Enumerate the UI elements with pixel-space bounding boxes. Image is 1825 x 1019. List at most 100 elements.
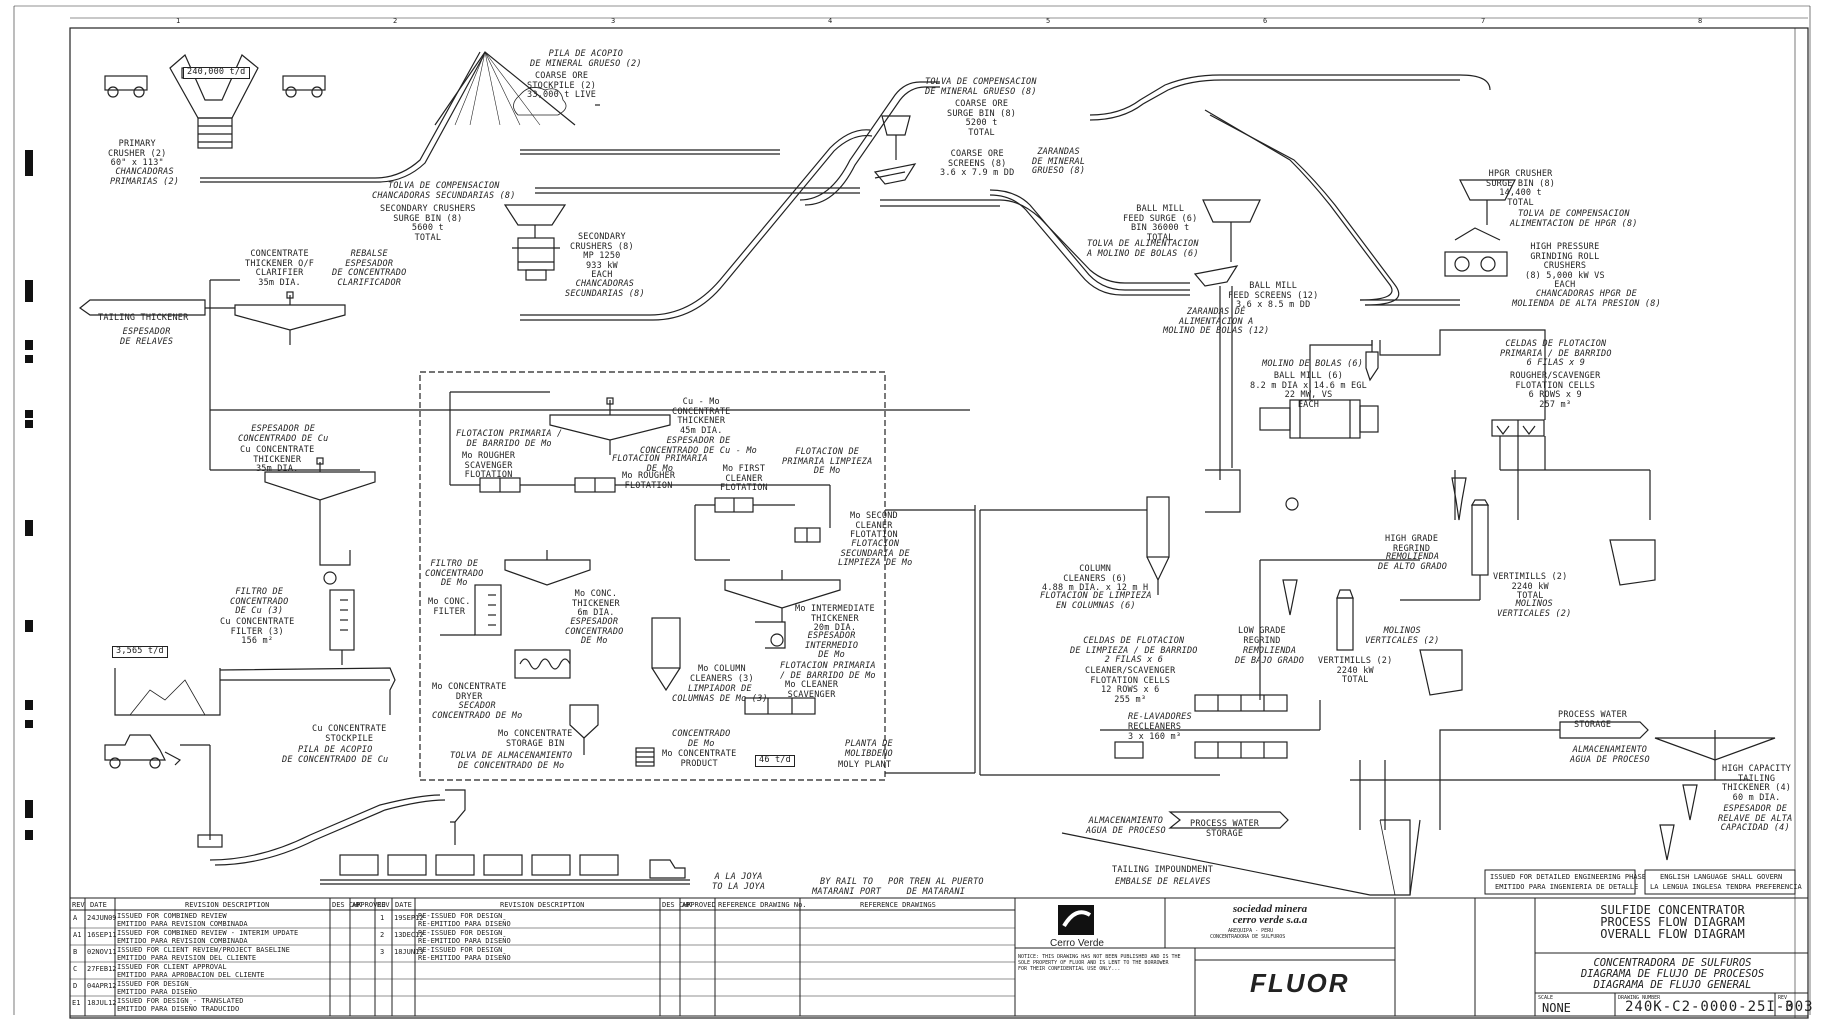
cu-rate: 3,565 t/d — [112, 646, 168, 658]
mo-filter-label: Mo CONC. FILTER — [428, 598, 471, 617]
vertimills-label: VERTIMILLS (2) 2240 kW TOTAL — [1493, 573, 1567, 602]
cu-concentrate-thickener — [265, 472, 375, 500]
rev-row: D — [73, 982, 77, 990]
mo-product-label: Mo CONCENTRATE PRODUCT — [662, 750, 736, 769]
mo-dryer-label: Mo CONCENTRATE DRYER — [432, 683, 506, 702]
rev-header-rev2: REV — [377, 901, 390, 909]
ball-mill-label-es: MOLINO DE BOLAS (6) — [1262, 360, 1363, 370]
first-cleaner-label: Mo FIRST CLEANER FLOTATION — [720, 465, 768, 494]
rev-row: C — [73, 965, 77, 973]
hc-thickener-label-es: ESPESADOR DE RELAVE DE ALTA CAPACIDAD (4… — [1718, 805, 1792, 834]
rev-row-desc: ISSUED FOR CLIENT REVIEW/PROJECT BASELIN… — [117, 946, 290, 954]
lower-pw-label: PROCESS WATER STORAGE — [1190, 820, 1259, 839]
lg-cyclone — [1283, 580, 1297, 615]
lg-vertimill — [1337, 598, 1353, 650]
lg-regrind-label-es: REMOLIENDA DE BAJO GRADO — [1235, 647, 1304, 666]
scavenger-sump — [1610, 540, 1655, 585]
grid-col-2: 2 — [393, 17, 397, 25]
rev-row: E1 — [72, 999, 80, 1007]
primary-crusher-label: PRIMARY CRUSHER (2) 60" x 113" — [108, 140, 167, 169]
rev-row-desc-es: EMITIDO PARA DISEÑO — [117, 988, 197, 996]
tailing-thickener-label-es: ESPESADOR DE RELAVES — [120, 328, 173, 347]
hpgr-crusher-label-es: CHANCADORAS HPGR DE MOLIENDA DE ALTA PRE… — [1512, 290, 1661, 309]
grid-col-8: 8 — [1698, 17, 1702, 25]
to-la-joya-label: A LA JOYA TO LA JOYA — [712, 873, 765, 892]
rev-row-desc-es: EMITIDO PARA REVISION DEL CLIENTE — [117, 954, 256, 962]
rev-row-date: 24JUN09 — [87, 914, 117, 922]
hpgr-surge-label: HPGR CRUSHER SURGE BIN (8) 14,400 t TOTA… — [1486, 170, 1555, 208]
hg-regrind-label-es: REMOLIENDA DE ALTO GRADO — [1378, 553, 1447, 572]
rev-value: 3 — [1785, 999, 1793, 1015]
notice-detail-eng-es: EMITIDO PARA INGENIERIA DE DETALLE — [1495, 883, 1638, 891]
cs-cells-label-es: CELDAS DE FLOTACION DE LIMPIEZA / DE BAR… — [1070, 637, 1198, 666]
mo-column-cleaner — [652, 618, 680, 668]
hpgr-crusher-label: HIGH PRESSURE GRINDING ROLL CRUSHERS (8)… — [1525, 243, 1605, 291]
coarse-ore-surge-bin — [882, 116, 910, 135]
mo-rougher-label: Mo ROUGHER SCAVENGER FLOTATION — [462, 452, 515, 481]
cu-filter-label: Cu CONCENTRATE FILTER (3) 156 m² — [220, 618, 294, 647]
grid-col-4: 4 — [828, 17, 832, 25]
rev-row-desc: ISSUED FOR COMBINED REVIEW - INTERIM UPD… — [117, 929, 298, 937]
secondary-crushers-label-es: CHANCADORAS SECUNDARIAS (8) — [565, 280, 645, 299]
rev-header-refdwg: REFERENCE DRAWING No. — [718, 901, 807, 909]
front-end-loader — [105, 735, 165, 760]
mo-conc-thickener — [505, 560, 590, 585]
rev-row-desc: ISSUED FOR COMBINED REVIEW — [117, 912, 227, 920]
rev-row-date: 04APR12 — [87, 982, 117, 990]
ball-mill-surge-label-es: TOLVA DE ALIMENTACION A MOLINO DE BOLAS … — [1087, 240, 1199, 259]
mo-conc-filter — [475, 585, 501, 635]
rev-row: B — [73, 948, 77, 956]
rail-label-es: POR TREN AL PUERTO DE MATARANI — [888, 878, 984, 897]
rev-header-desc: REVISION DESCRIPTION — [185, 901, 269, 909]
rev-header-rev: REV — [72, 901, 85, 909]
project-name: CONCENTRADORA DE SULFUROS — [1210, 934, 1285, 940]
mo-filter-label-es: FILTRO DE CONCENTRADO DE Mo — [425, 560, 484, 589]
company-name: sociedad minera cerro verde s.a.a — [1200, 904, 1340, 926]
rev-row-desc: ISSUED FOR CLIENT APPROVAL — [117, 963, 227, 971]
grid-col-7: 7 — [1481, 17, 1485, 25]
mo-cleaner-scav-label: Mo CLEANER SCAVENGER — [785, 681, 838, 700]
mo-rougher-label-es: FLOTACION PRIMARIA / DE BARRIDO DE Mo — [456, 430, 562, 449]
rail-label: BY RAIL TO MATARANI PORT — [812, 878, 881, 897]
column-cleaners-label: COLUMN CLEANERS (6) 4.88 m DIA. x 12 m H — [1042, 565, 1148, 594]
hg-vertimill — [1472, 505, 1488, 575]
cu-stockpile-label-es: PILA DE ACOPIO DE CONCENTRADO DE Cu — [282, 746, 388, 765]
notice-language-es: LA LENGUA INGLESA TENDRA PREFERENCIA — [1650, 883, 1802, 891]
rev-row-desc: ISSUED FOR DESIGN — [117, 980, 189, 988]
fluor-logo: FLUOR — [1250, 968, 1350, 999]
mo-concentrate-dryer — [515, 650, 570, 678]
notice-language: ENGLISH LANGUAGE SHALL GOVERN — [1660, 873, 1782, 881]
screens-label-es: ZARANDAS DE MINERAL GRUESO (8) — [1032, 148, 1085, 177]
client-logo-label: Cerro Verde — [1022, 938, 1132, 949]
cs-cells-label: CLEANER/SCAVENGER FLOTATION CELLS 12 ROW… — [1085, 667, 1175, 705]
column-cleaner — [1147, 497, 1169, 557]
rev-row-date: 16SEP11 — [87, 931, 117, 939]
mo-rougher-flot-label: Mo ROUGHER FLOTATION — [622, 472, 675, 491]
rev-row-desc: RE-ISSUED FOR DESIGN — [418, 946, 502, 954]
mo-rate: 46 t/d — [755, 755, 795, 767]
lg-regrind-label: LOW GRADE REGRIND — [1238, 627, 1286, 646]
rev-row-desc-es: RE-EMITIDO PARA DISEÑO — [418, 937, 511, 945]
upper-pw-storage-label-es: ALMACENAMIENTO AGUA DE PROCESO — [1570, 746, 1650, 765]
impoundment-label: TAILING IMPOUNDMENT — [1112, 866, 1213, 876]
mo-product-label-es: CONCENTRADO DE Mo — [672, 730, 731, 749]
rev-row-desc-es: EMITIDO PARA DISEÑO TRADUCIDO — [117, 1005, 239, 1013]
second-cleaner-label-es: FLOTACION SECUNDARIA DE LIMPIEZA DE Mo — [838, 540, 912, 569]
mo-column-cleaners-label-es: LIMPIADOR DE COLUMNAS DE Mo (3) — [672, 685, 768, 704]
notice-detail-eng: ISSUED FOR DETAILED ENGINEERING PHASE — [1490, 873, 1646, 881]
secondary-surge-label: SECONDARY CRUSHERS SURGE BIN (8) 5600 t … — [380, 205, 476, 243]
mo-storage-label: Mo CONCENTRATE STORAGE BIN — [498, 730, 572, 749]
primary-crusher-hopper — [170, 55, 258, 118]
ball-mill-screens-label-es: ZARANDAS DE ALIMENTACION A MOLINO DE BOL… — [1163, 308, 1269, 337]
rail-cars — [320, 855, 690, 884]
rev-row: 1 — [380, 914, 384, 922]
drawing-title: SULFIDE CONCENTRATOR PROCESS FLOW DIAGRA… — [1550, 904, 1795, 940]
upper-pw-storage-label: PROCESS WATER STORAGE — [1558, 711, 1627, 730]
impoundment-label-es: EMBALSE DE RELAVES — [1115, 878, 1211, 888]
ball-mill-surge-label: BALL MILL FEED SURGE (6) BIN 36000 t TOT… — [1123, 205, 1197, 243]
rev-row-date: 27FEB12 — [87, 965, 117, 973]
first-cleaner-label-es: FLOTACION DE PRIMARIA LIMPIEZA DE Mo — [782, 448, 872, 477]
rev-row-date: 18JUL12 — [87, 999, 117, 1007]
stockpile-label: COARSE ORE STOCKPILE (2) 33,000 t LIVE — [527, 72, 596, 101]
